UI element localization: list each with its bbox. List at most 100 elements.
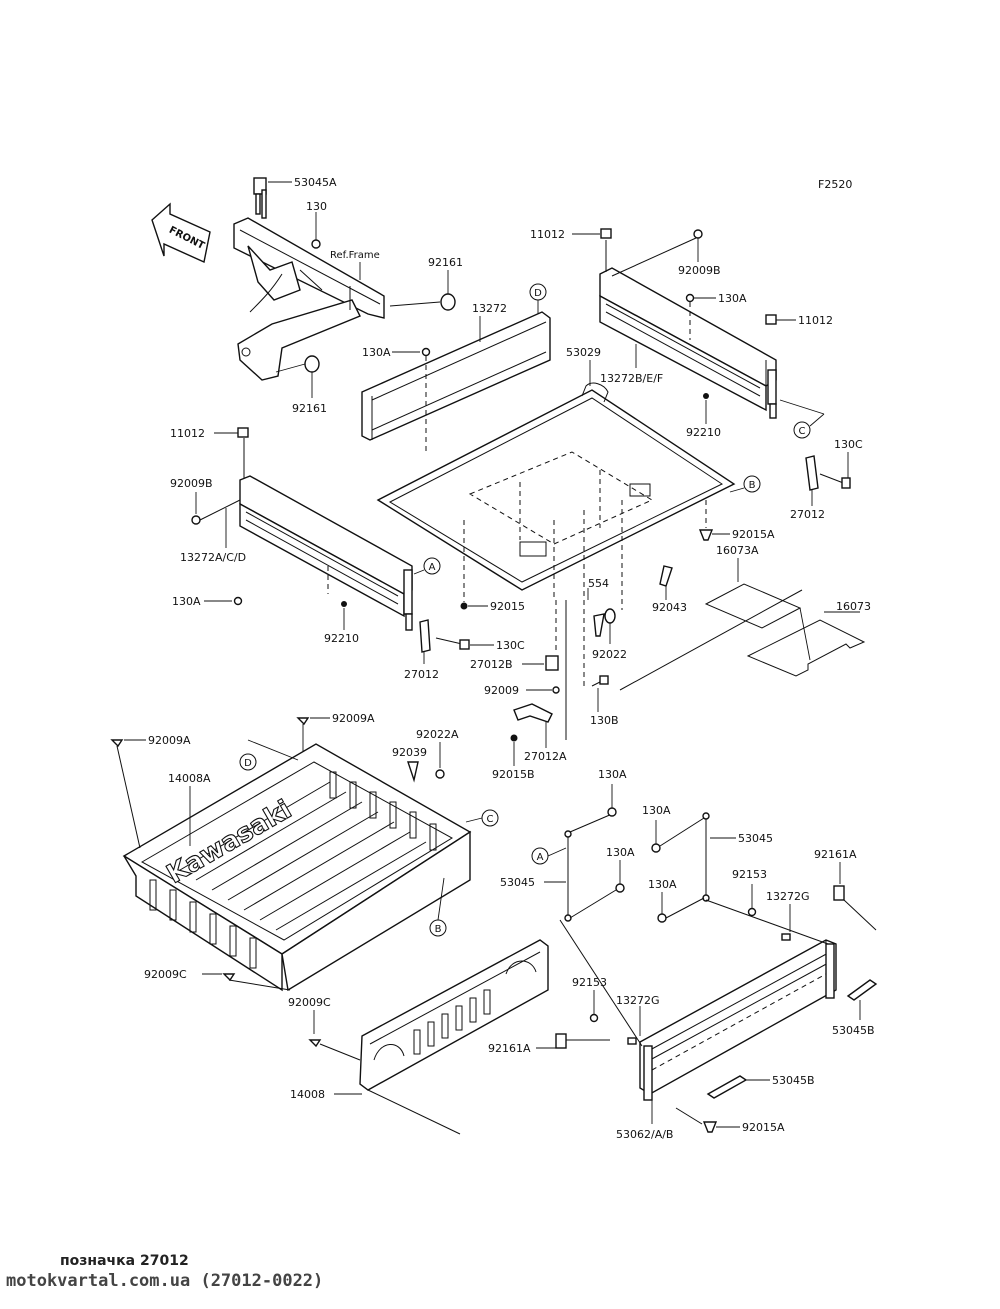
callout-c-bottom-label: C — [487, 814, 494, 825]
label-554: 554 — [588, 577, 609, 590]
rivet-92039 — [407, 761, 419, 783]
nut-92015a-bottom — [702, 1121, 718, 1133]
diagram-code: F2520 — [818, 178, 852, 191]
pin-92043 — [659, 565, 673, 587]
cap-11012-top — [600, 228, 612, 239]
latch-27012-left — [419, 619, 431, 653]
tailgate-53062 — [639, 939, 837, 1101]
latch-27012-right — [805, 455, 819, 491]
label-13272acd: 13272A/C/D — [180, 551, 246, 564]
clip-92009b-top — [693, 229, 703, 239]
bolt-130a-7 — [657, 913, 667, 923]
screw-92153-upper — [747, 907, 757, 917]
label-130c-right: 130C — [834, 438, 863, 451]
label-92009: 92009 — [484, 684, 519, 697]
label-92043: 92043 — [652, 601, 687, 614]
pad-92161a-left — [555, 1033, 567, 1049]
nut-92015a-top — [698, 529, 714, 541]
label-92210-left: 92210 — [324, 632, 359, 645]
label-92161-upper: 92161 — [428, 256, 463, 269]
label-92022: 92022 — [592, 648, 627, 661]
bolt-130a-5 — [651, 843, 661, 853]
callout-b-top-label: B — [749, 480, 756, 491]
label-92153-upper: 92153 — [732, 868, 767, 881]
label-92153-lower: 92153 — [572, 976, 607, 989]
label-130a-7: 130A — [648, 878, 677, 891]
label-53045b-lower: 53045B — [772, 1074, 815, 1087]
bolt-130c-left — [435, 637, 470, 650]
label-53045-upper: 53045 — [738, 832, 773, 845]
panel-13272 — [361, 311, 551, 441]
footer-watermark: motokvartal.com.ua (27012-0022) — [6, 1271, 324, 1291]
nut-92015 — [460, 602, 468, 610]
callout-d-bottom-label: D — [244, 758, 252, 769]
cable-53045-left — [564, 830, 572, 922]
clip-92009b-left — [191, 515, 201, 525]
label-92009b-top: 92009B — [678, 264, 721, 277]
label-14008: 14008 — [290, 1088, 325, 1101]
panel-13272acd — [239, 475, 413, 631]
panel-13272bef — [599, 267, 777, 419]
bracket-27012b — [545, 655, 559, 671]
label-53045a: 53045A — [294, 176, 337, 189]
label-130a-6: 130A — [606, 846, 635, 859]
label-130a-4: 130A — [598, 768, 627, 781]
clip-92009a-1 — [110, 739, 124, 748]
rivet-92210-left — [341, 601, 347, 607]
label-130a-2: 130A — [718, 292, 747, 305]
front-arrow-icon: FRONT — [151, 202, 211, 263]
label-53045-left: 53045 — [500, 876, 535, 889]
bolt-92009 — [552, 686, 560, 694]
label-11012-right: 11012 — [798, 314, 833, 327]
bolt-130a-3 — [233, 596, 243, 606]
nut-92015b — [510, 734, 518, 742]
label-14008a: 14008A — [168, 772, 211, 785]
callout-b-bottom-label: B — [435, 924, 442, 935]
label-92015a-top: 92015A — [732, 528, 775, 541]
label-92161a-left: 92161A — [488, 1042, 531, 1055]
bed-floor-53029 — [376, 382, 736, 690]
pad-16073 — [746, 619, 866, 677]
label-27012a: 27012A — [524, 750, 567, 763]
bolt-130a-6 — [615, 883, 625, 893]
label-92015a-bottom: 92015A — [742, 1121, 785, 1134]
key-53045a — [253, 177, 267, 219]
label-92009a-2: 92009A — [332, 712, 375, 725]
bolt-130a-4 — [607, 807, 617, 817]
label-92210-right: 92210 — [686, 426, 721, 439]
grommet-92161-lower — [304, 355, 320, 373]
tailgate-liner-14008 — [359, 939, 549, 1091]
clip-92009c-1 — [222, 973, 236, 982]
callout-a-top-label: A — [429, 562, 436, 573]
bracket-13272g-lower — [627, 1037, 637, 1045]
label-92009a-1: 92009A — [148, 734, 191, 747]
pad-92161a-right — [833, 885, 845, 901]
pin-554 — [593, 613, 605, 637]
label-92009b-left: 92009B — [170, 477, 213, 490]
callout-a-top — [423, 557, 441, 575]
callout-d-bottom — [239, 753, 257, 771]
label-92009c-1: 92009C — [144, 968, 187, 981]
footer-part-note: позначка 27012 — [60, 1253, 189, 1269]
label-27012-right: 27012 — [790, 508, 825, 521]
callout-c-top-label: C — [799, 426, 806, 437]
label-92015: 92015 — [490, 600, 525, 613]
bolt-130a-1 — [421, 347, 431, 357]
label-13272g-lower: 13272G — [616, 994, 660, 1007]
label-11012-left: 11012 — [170, 427, 205, 440]
clip-92009a-2 — [296, 717, 310, 726]
label-130a-3: 130A — [172, 595, 201, 608]
cap-11012-right — [765, 314, 777, 325]
bolt-130c-right — [819, 473, 851, 489]
callout-c-top — [793, 421, 811, 439]
callout-b-top — [743, 475, 761, 493]
label-92009c-2: 92009C — [288, 996, 331, 1009]
callout-a-bottom-label: A — [537, 852, 544, 863]
grommet-92161-upper — [440, 293, 456, 311]
label-53029: 53029 — [566, 346, 601, 359]
bolt-130a-2 — [685, 293, 695, 303]
label-27012b: 27012B — [470, 658, 513, 671]
label-13272bef: 13272B/E/F — [600, 372, 663, 385]
label-130c-left: 130C — [496, 639, 525, 652]
